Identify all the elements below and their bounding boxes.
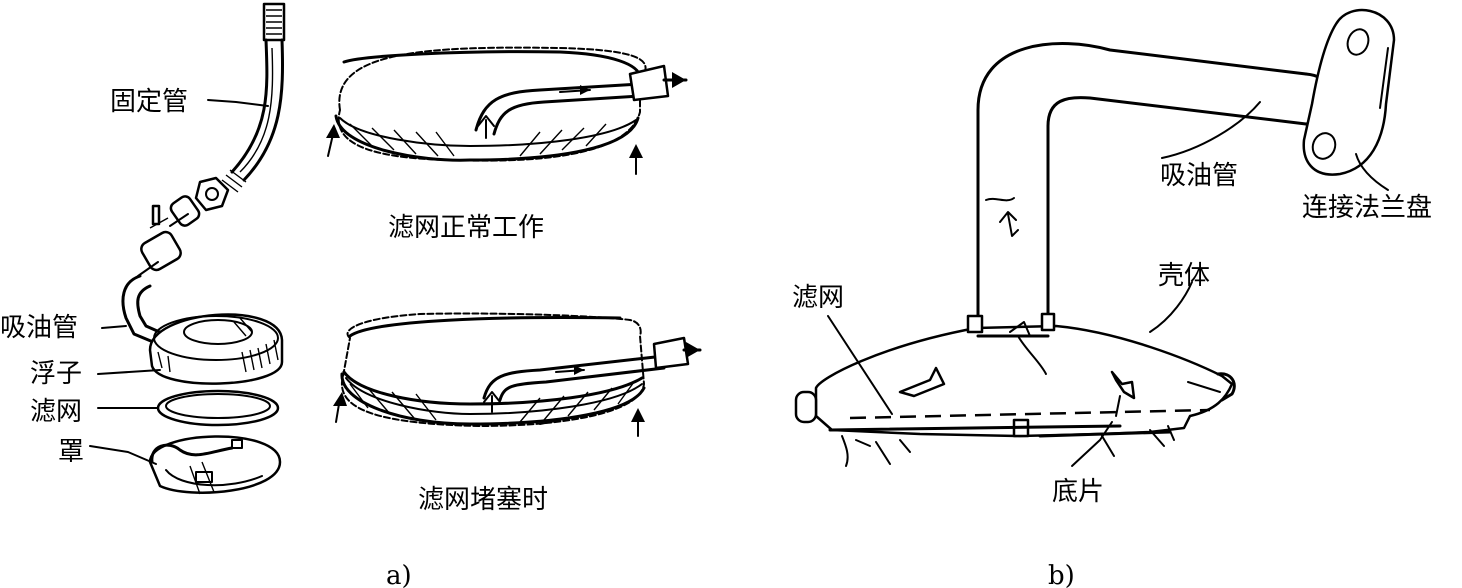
cover-drawing	[148, 435, 282, 495]
label-flange: 连接法兰盘	[1302, 193, 1432, 223]
screen-normal-drawing	[326, 46, 688, 175]
caption-part-b: b)	[1048, 561, 1075, 588]
screen-clogged-drawing	[333, 312, 702, 437]
label-base-plate: 底片	[1052, 477, 1104, 507]
label-suction-tube-a: 吸油管	[0, 313, 78, 343]
housing-drawing	[794, 312, 1236, 467]
label-cover: 罩	[58, 437, 84, 467]
suction-tube-drawing	[121, 274, 166, 346]
fixed-tube-drawing	[221, 2, 286, 193]
label-fixed-tube: 固定管	[110, 87, 188, 117]
label-float: 浮子	[30, 359, 82, 389]
fittings-drawing	[137, 176, 230, 277]
caption-normal: 滤网正常工作	[388, 213, 544, 243]
label-screen-b: 滤网	[792, 283, 844, 313]
float-drawing	[148, 313, 284, 385]
label-housing: 壳体	[1158, 261, 1210, 291]
screen-disc-drawing	[156, 389, 280, 427]
part-b-leader-lines	[827, 101, 1389, 467]
suction-tube-b-drawing	[976, 42, 1338, 338]
flange-drawing	[1302, 8, 1396, 176]
caption-clogged: 滤网堵塞时	[418, 485, 548, 515]
part-a-exploded-assembly	[121, 2, 286, 495]
part-a-leader-lines	[89, 99, 269, 465]
label-screen-a: 滤网	[30, 397, 82, 427]
label-suction-tube-b: 吸油管	[1160, 161, 1238, 191]
part-b-fixed-strainer	[794, 8, 1396, 467]
screen-line-b	[849, 408, 1211, 420]
caption-part-a: a)	[386, 561, 412, 588]
